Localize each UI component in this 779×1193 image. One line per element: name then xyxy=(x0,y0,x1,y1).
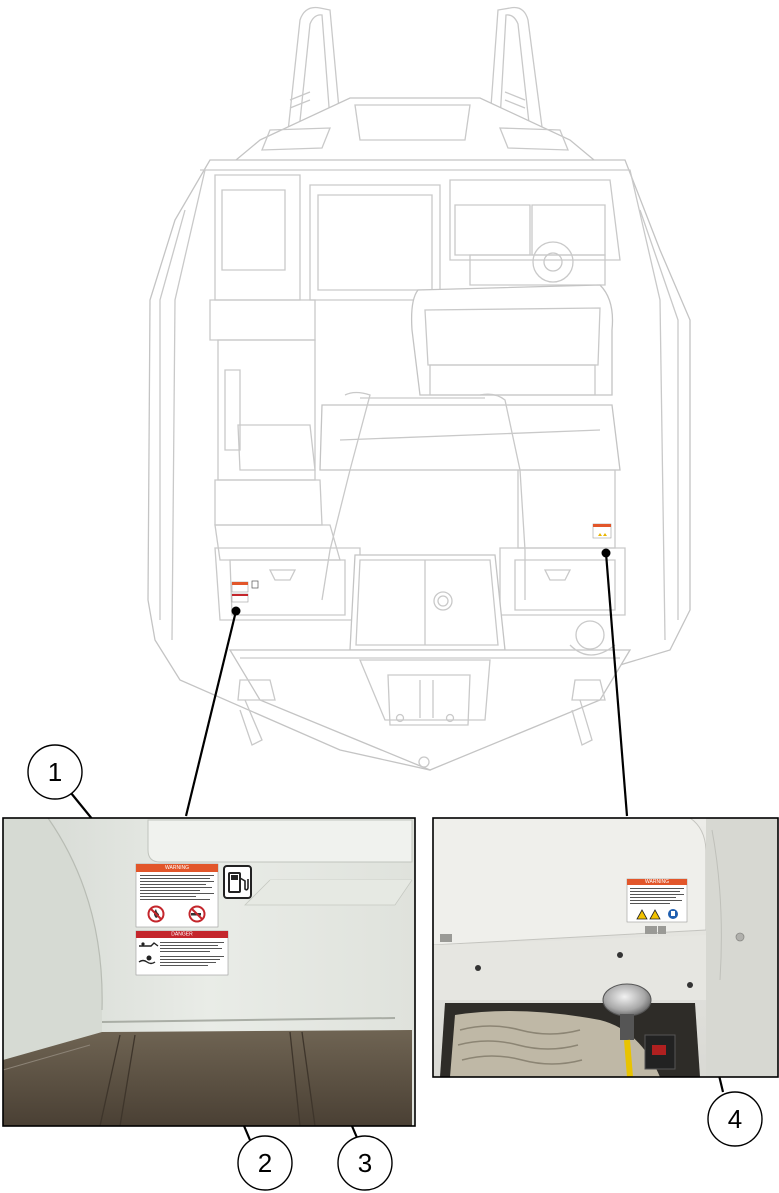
person-in-water-icon xyxy=(139,942,159,947)
warning-decal-heading: WARNING xyxy=(165,865,189,871)
callout-3-number: 3 xyxy=(358,1148,372,1178)
fuel-pump-icon xyxy=(223,865,252,899)
callout-1: 1 xyxy=(27,744,83,800)
danger-decal-heading: DANGER xyxy=(171,932,193,938)
hazard-triangle-icon xyxy=(636,909,661,920)
callout-3: 3 xyxy=(337,1135,393,1191)
no-smoking-icon xyxy=(188,905,206,923)
callout-1-number: 1 xyxy=(48,757,62,787)
callout-4-number: 4 xyxy=(728,1104,742,1134)
warning-decal: WARNING xyxy=(135,863,219,928)
boat-stern-view-drawing xyxy=(147,6,691,771)
right-warning-decal-heading: WARNING xyxy=(645,879,669,885)
right-warning-decal: WARNING xyxy=(626,878,688,923)
danger-decal: DANGER xyxy=(135,930,229,976)
read-manual-icon xyxy=(668,909,678,919)
callout-4: 4 xyxy=(707,1091,763,1147)
right-detail-photo: WARNING xyxy=(432,817,779,1078)
callout-2: 2 xyxy=(237,1135,293,1191)
left-detail-photo: WARNING xyxy=(2,817,416,1127)
propeller-hazard-icon xyxy=(138,955,156,965)
no-open-flame-icon xyxy=(147,905,165,923)
callout-2-number: 2 xyxy=(258,1148,272,1178)
